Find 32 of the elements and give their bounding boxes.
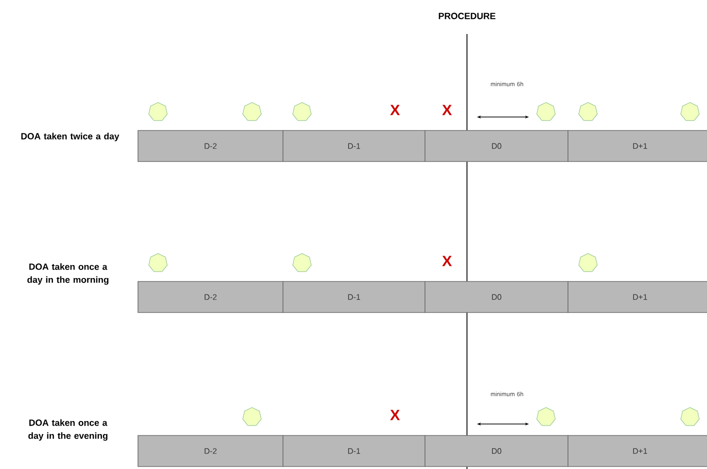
pill-icon xyxy=(536,407,556,426)
pill-icon xyxy=(242,407,262,426)
pill-icon xyxy=(536,102,556,121)
cross-mark: X xyxy=(442,256,452,266)
title: PROCEDURE xyxy=(438,12,496,20)
pill-icon xyxy=(680,407,700,426)
day-cell: D+1 xyxy=(568,130,707,162)
pill-icon xyxy=(292,253,312,272)
row-label: DOA taken twice a day xyxy=(21,132,120,142)
pill-icon xyxy=(148,253,168,272)
day-cell: D0 xyxy=(424,281,568,313)
row-label: DOA taken once a day in the evening xyxy=(28,419,108,441)
pill-icon xyxy=(292,102,312,121)
pill-icon xyxy=(148,102,168,121)
row-label: DOA taken once a day in the morning xyxy=(27,263,108,285)
day-cell: D-2 xyxy=(138,435,284,467)
cross-mark: X xyxy=(390,410,400,420)
pill-icon xyxy=(578,253,598,272)
day-cell: D-1 xyxy=(282,130,426,162)
pill-icon xyxy=(578,102,598,121)
day-cell: D0 xyxy=(424,130,568,162)
cross-mark: X xyxy=(442,104,452,116)
day-cell: D+1 xyxy=(568,281,707,313)
day-cell: D+1 xyxy=(568,435,707,467)
pill-icon xyxy=(680,102,700,121)
day-cell: D-1 xyxy=(282,281,426,313)
day-cell: D-2 xyxy=(138,130,284,162)
cross-mark: X xyxy=(390,104,400,116)
day-cell: D-1 xyxy=(282,435,426,467)
day-cell: D0 xyxy=(424,435,568,467)
pill-icon xyxy=(242,102,262,121)
day-cell: D-2 xyxy=(138,281,284,313)
